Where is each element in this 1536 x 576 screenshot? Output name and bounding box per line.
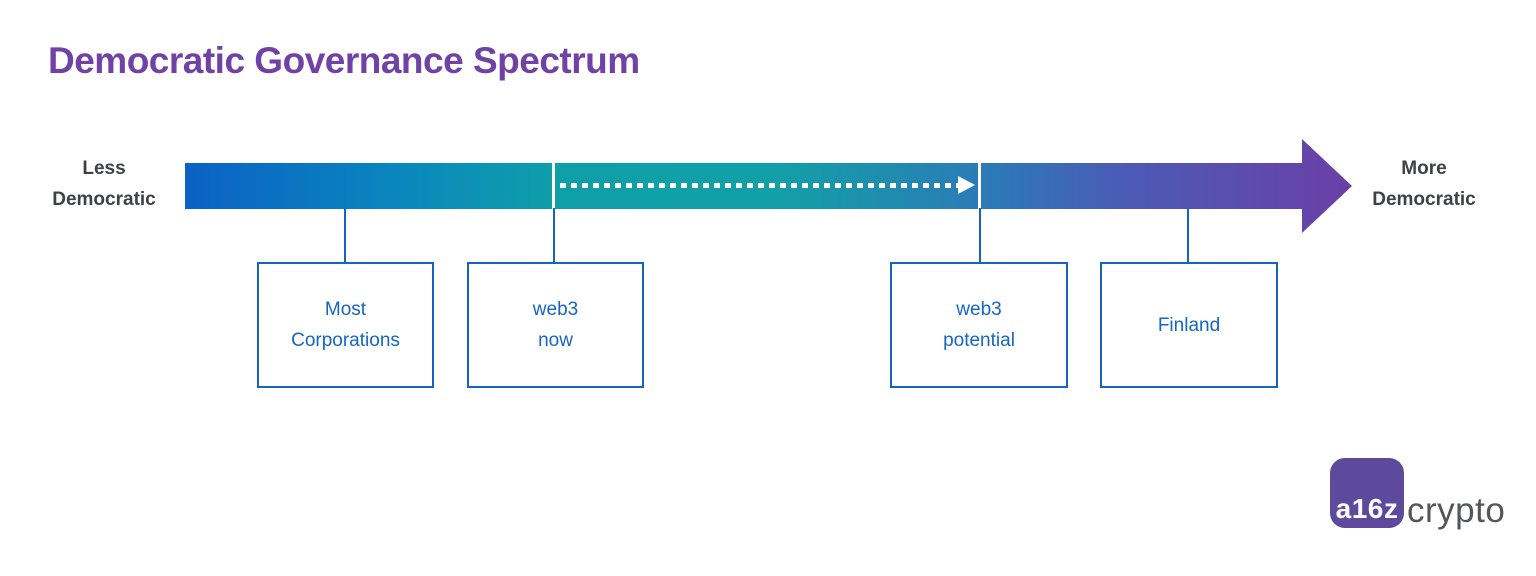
connector-web3-now xyxy=(553,208,555,263)
connector-finland xyxy=(1187,208,1189,263)
node-label: Finland xyxy=(1157,314,1221,336)
node-label: Most Corporations xyxy=(291,299,400,351)
web3-potential-tick xyxy=(978,163,981,209)
a16z-crypto-logo: a16z crypto xyxy=(1330,458,1506,530)
node-most-corporations: Most Corporations xyxy=(257,262,434,388)
connector-most-corporations xyxy=(344,208,346,263)
node-label: web3 potential xyxy=(943,299,1015,351)
crypto-logo-text: crypto xyxy=(1407,491,1506,530)
dashed-progress-line xyxy=(560,183,958,188)
dashed-arrowhead-icon xyxy=(958,176,975,194)
node-finland: Finland xyxy=(1100,262,1278,388)
page-title: Democratic Governance Spectrum xyxy=(48,40,640,81)
web3-now-tick xyxy=(552,163,555,209)
node-web3-now: web3 now xyxy=(467,262,644,388)
node-label: web3 now xyxy=(532,299,579,351)
node-web3-potential: web3 potential xyxy=(890,262,1068,388)
connector-web3-potential xyxy=(979,208,981,263)
a16z-logo-badge: a16z xyxy=(1330,458,1404,528)
a16z-logo-text: a16z xyxy=(1335,493,1399,524)
more-democratic-label: More Democratic xyxy=(1372,158,1476,210)
less-democratic-label: Less Democratic xyxy=(52,158,156,210)
